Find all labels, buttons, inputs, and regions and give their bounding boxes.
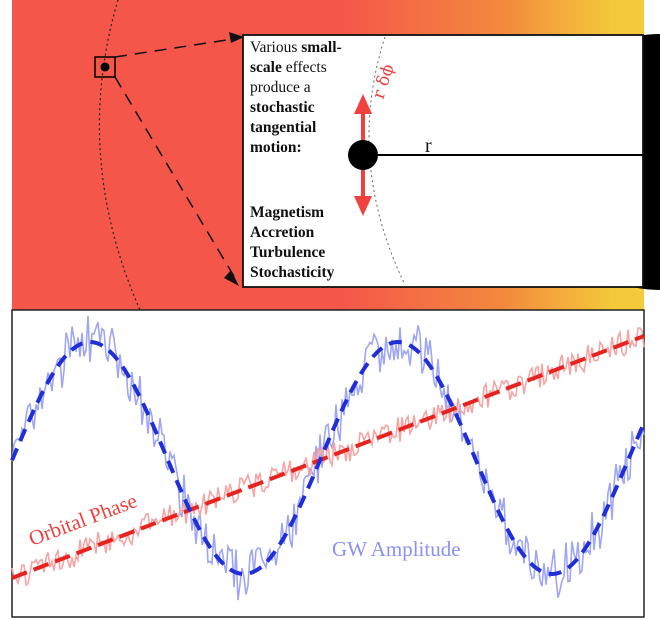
effect-item: Stochasticity bbox=[250, 264, 335, 281]
disk-panel: r δϕ r bbox=[12, 0, 660, 311]
callout-line6: motion: bbox=[250, 139, 302, 156]
arrow-up-head bbox=[354, 94, 372, 114]
arrow-down-head bbox=[354, 196, 372, 216]
callout-line1a: Various bbox=[250, 39, 302, 56]
orbit-outer bbox=[98, 0, 141, 311]
effects-list: Magnetism Accretion Turbulence Stochasti… bbox=[250, 203, 380, 283]
callout-box bbox=[242, 34, 644, 288]
effect-item: Magnetism bbox=[250, 204, 325, 221]
callout-description: Various small- scale effects produce a s… bbox=[250, 38, 380, 158]
zoom-arrowhead-top bbox=[229, 32, 244, 43]
effect-item: Accretion bbox=[250, 224, 315, 241]
radius-label: r bbox=[425, 135, 432, 157]
small-body bbox=[100, 62, 110, 72]
zoom-box bbox=[94, 56, 116, 78]
callout-line2a: scale bbox=[250, 59, 282, 76]
gw-amplitude-label: GW Amplitude bbox=[332, 537, 461, 561]
signal-panel: Orbital Phase GW Amplitude bbox=[10, 309, 646, 618]
zoom-line-top bbox=[114, 37, 241, 58]
callout-line4: stochastic bbox=[250, 99, 315, 116]
callout-line2b: effects bbox=[281, 59, 327, 76]
gw-amplitude-trend bbox=[10, 339, 646, 577]
zoom-arrowhead-bottom bbox=[224, 270, 239, 286]
callout-line5: tangential bbox=[250, 119, 317, 136]
callout-line1b: small- bbox=[301, 39, 342, 56]
orbital-phase-trend bbox=[11, 334, 645, 580]
orbiting-body bbox=[348, 140, 378, 170]
callout-line3: produce a bbox=[250, 79, 311, 96]
effect-item: Turbulence bbox=[250, 244, 326, 261]
